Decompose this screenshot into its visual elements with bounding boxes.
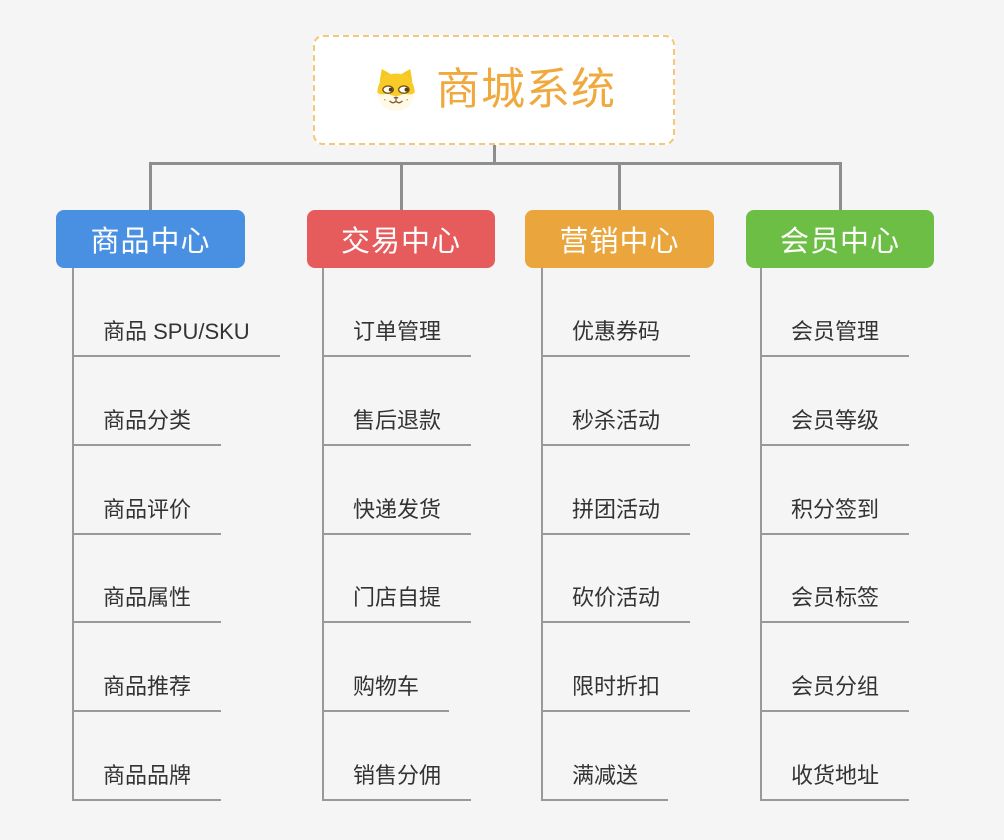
child-topic[interactable]: 商品属性 bbox=[72, 583, 222, 623]
child-topic[interactable]: 会员分组 bbox=[760, 672, 910, 712]
child-topic[interactable]: 购物车 bbox=[322, 672, 450, 712]
branch-node-3[interactable]: 营销中心 bbox=[525, 210, 714, 268]
child-topic[interactable]: 会员标签 bbox=[760, 583, 910, 623]
root-node[interactable]: 商城系统 bbox=[313, 35, 675, 145]
connector-root-stub bbox=[493, 145, 496, 165]
child-topic[interactable]: 商品推荐 bbox=[72, 672, 222, 712]
root-title: 商城系统 bbox=[436, 65, 616, 114]
child-topic[interactable]: 会员管理 bbox=[760, 317, 910, 357]
branch-node-4[interactable]: 会员中心 bbox=[746, 210, 934, 268]
connector-branch-drop bbox=[618, 162, 621, 210]
connector-branch-drop bbox=[400, 162, 403, 210]
child-topic[interactable]: 门店自提 bbox=[322, 583, 472, 623]
child-topic[interactable]: 积分签到 bbox=[760, 495, 910, 535]
child-topic[interactable]: 满减送 bbox=[541, 761, 669, 801]
branch-node-2[interactable]: 交易中心 bbox=[307, 210, 495, 268]
connector-branch-drop bbox=[839, 162, 842, 210]
child-topic[interactable]: 优惠券码 bbox=[541, 317, 691, 357]
shiba-dog-icon bbox=[372, 66, 420, 114]
child-topic[interactable]: 销售分佣 bbox=[322, 761, 472, 801]
child-topic[interactable]: 快递发货 bbox=[322, 495, 472, 535]
child-topic[interactable]: 商品评价 bbox=[72, 495, 222, 535]
child-topic[interactable]: 拼团活动 bbox=[541, 495, 691, 535]
child-topic[interactable]: 商品品牌 bbox=[72, 761, 222, 801]
branch-node-1[interactable]: 商品中心 bbox=[56, 210, 245, 268]
child-topic[interactable]: 收货地址 bbox=[760, 761, 910, 801]
child-topic[interactable]: 秒杀活动 bbox=[541, 406, 691, 446]
connector-rail bbox=[149, 162, 841, 165]
child-topic[interactable]: 商品 SPU/SKU bbox=[72, 317, 280, 357]
connector-branch-drop bbox=[149, 162, 152, 210]
child-topic[interactable]: 会员等级 bbox=[760, 406, 910, 446]
child-topic[interactable]: 砍价活动 bbox=[541, 583, 691, 623]
child-topic[interactable]: 售后退款 bbox=[322, 406, 472, 446]
child-topic[interactable]: 商品分类 bbox=[72, 406, 222, 446]
child-topic[interactable]: 限时折扣 bbox=[541, 672, 691, 712]
child-topic[interactable]: 订单管理 bbox=[322, 317, 472, 357]
